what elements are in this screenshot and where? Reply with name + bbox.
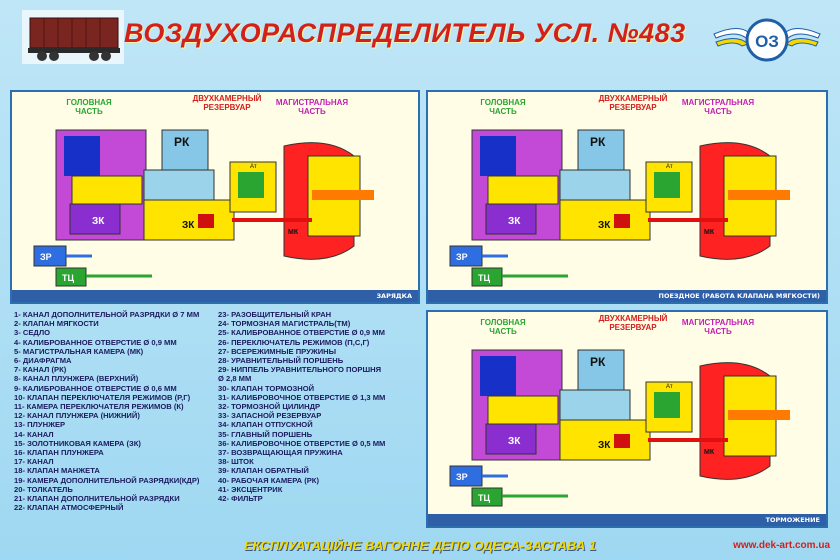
zk-label: ЗК xyxy=(508,436,521,447)
legend-item: 30- КЛАПАН ТОРМОЗНОЙ xyxy=(218,383,315,393)
mode-caption-train: ПОЕЗДНОЕ (РАБОТА КЛАПАНА МЯГКОСТИ) xyxy=(428,290,826,302)
label-main-part: МАГИСТРАЛЬНАЯ ЧАСТЬ xyxy=(681,318,755,336)
legend-column-1: 1- КАНАЛ ДОПОЛНИТЕЛЬНОЙ РАЗРЯДКИ Ø 7 ММ … xyxy=(14,310,199,512)
legend-item: 13- ПЛУНЖЕР xyxy=(14,420,66,430)
legend-item: 10- КЛАПАН ПЕРЕКЛЮЧАТЕЛЯ РЕЖИМОВ (Р,Г) xyxy=(14,392,191,402)
legend-item: Ø 2,8 ММ xyxy=(218,374,252,384)
label-two-chamber: ДВУХКАМЕРНЫЙ РЕЗЕРВУАР xyxy=(598,314,668,332)
legend-item: 6- ДИАФРАГМА xyxy=(14,356,72,366)
legend-item: 41- ЭКСЦЕНТРИК xyxy=(218,484,283,494)
page-title: ВОЗДУХОРАСПРЕДЕЛИТЕЛЬ УСЛ. №483 xyxy=(124,18,686,48)
zr-label: ЗР xyxy=(456,252,468,262)
at-label: Ат xyxy=(666,384,673,390)
freight-wagon-icon xyxy=(22,10,124,64)
legend-item: 9- КАЛИБРОВАННОЕ ОТВЕРСТИЕ Ø 0,6 ММ xyxy=(14,383,177,393)
legend-item: 18- КЛАПАН МАНЖЕТА xyxy=(14,466,100,476)
at-label: Ат xyxy=(666,164,673,170)
mk-label: МК xyxy=(704,229,715,236)
legend-item: 31- КАЛИБРОВОЧНОЕ ОТВЕРСТИЕ Ø 1,3 ММ xyxy=(218,392,386,402)
legend-item: 24- ТОРМОЗНАЯ МАГИСТРАЛЬ(ТМ) xyxy=(218,319,351,329)
legend-item: 20- ТОЛКАТЕЛЬ xyxy=(14,484,73,494)
legend-item: 1- КАНАЛ ДОПОЛНИТЕЛЬНОЙ РАЗРЯДКИ Ø 7 ММ xyxy=(14,310,200,319)
legend-item: 21- КЛАПАН ДОПОЛНИТЕЛЬНОЙ РАЗРЯДКИ xyxy=(14,494,180,504)
legend-item: 26- ПЕРЕКЛЮЧАТЕЛЬ РЕЖИМОВ (П,С,Г) xyxy=(218,337,370,347)
legend-item: 23- РАЗОБЩИТЕЛЬНЫЙ КРАН xyxy=(218,310,332,319)
legend-item: 5- МАГИСТРАЛЬНАЯ КАМЕРА (МК) xyxy=(14,346,144,356)
legend-item: 15- ЗОЛОТНИКОВАЯ КАМЕРА (ЗК) xyxy=(14,438,141,448)
footer: ЕКСПЛУАТАЦІЙНЕ ВАГОННЕ ДЕПО ОДЕСА-ЗАСТАВ… xyxy=(0,532,840,560)
mode-caption-braking: ТОРМОЖЕНИЕ xyxy=(428,514,826,526)
label-head-part: ГОЛОВНАЯ ЧАСТЬ xyxy=(66,98,112,116)
legend-item: 3- СЕДЛО xyxy=(14,328,51,338)
label-two-chamber: ДВУХКАМЕРНЫЙ РЕЗЕРВУАР xyxy=(598,94,668,112)
legend-item: 39- КЛАПАН ОБРАТНЫЙ xyxy=(218,466,309,476)
label-head-part: ГОЛОВНАЯ ЧАСТЬ xyxy=(480,318,526,336)
legend-item: 7- КАНАЛ (РК) xyxy=(14,365,67,375)
legend-item: 29- НИППЕЛЬ УРАВНИТЕЛЬНОГО ПОРШНЯ xyxy=(218,365,382,375)
label-main-part: МАГИСТРАЛЬНАЯ ЧАСТЬ xyxy=(681,98,755,116)
diagram-panel-train-mode: ГОЛОВНАЯ ЧАСТЬ ДВУХКАМЕРНЫЙ РЕЗЕРВУАР МА… xyxy=(426,90,828,304)
zr-label: ЗР xyxy=(456,472,468,482)
legend-item: 38- ШТОК xyxy=(218,457,254,467)
rk-label: РК xyxy=(590,135,606,149)
tc-label: ТЦ xyxy=(478,493,490,503)
legend-item: 16- КЛАПАН ПЛУНЖЕРА xyxy=(14,448,104,458)
tc-label: ТЦ xyxy=(478,273,490,283)
diagram-panel-braking: ГОЛОВНАЯ ЧАСТЬ ДВУХКАМЕРНЫЙ РЕЗЕРВУАР МА… xyxy=(426,310,828,528)
railway-wings-logo: ОЗ xyxy=(713,18,821,62)
rk-label: РК xyxy=(174,135,190,149)
zk-label: ЗК xyxy=(92,216,105,227)
legend-item: 27- ВСЕРЕЖИМНЫЕ ПРУЖИНЫ xyxy=(218,346,337,356)
rk-label: РК xyxy=(590,355,606,369)
zk-small-label: ЗК xyxy=(598,220,611,231)
mode-caption-charging: ЗАРЯДКА xyxy=(12,290,418,302)
header: ВОЗДУХОРАСПРЕДЕЛИТЕЛЬ УСЛ. №483 ОЗ xyxy=(0,0,840,72)
zk-small-label: ЗК xyxy=(598,440,611,451)
legend-item: 25- КАЛИБРОВАННОЕ ОТВЕРСТИЕ Ø 0,9 ММ xyxy=(218,328,385,338)
legend-item: 32- ТОРМОЗНОЙ ЦИЛИНДР xyxy=(218,402,321,412)
logo-text: ОЗ xyxy=(755,32,779,51)
legend-item: 14- КАНАЛ xyxy=(14,429,54,439)
legend-column-2: 23- РАЗОБЩИТЕЛЬНЫЙ КРАН 24- ТОРМОЗНАЯ МА… xyxy=(218,310,385,503)
label-head-part: ГОЛОВНАЯ ЧАСТЬ xyxy=(480,98,526,116)
label-two-chamber: ДВУХКАМЕРНЫЙ РЕЗЕРВУАР xyxy=(192,94,262,112)
distributor-diagram: ЗК РК ЗК МК Ат ЗР ТЦ xyxy=(449,349,790,507)
legend-item: 42- ФИЛЬТР xyxy=(218,494,263,504)
legend-item: 17- КАНАЛ xyxy=(14,457,54,467)
footer-depot-name: ЕКСПЛУАТАЦІЙНЕ ВАГОННЕ ДЕПО ОДЕСА-ЗАСТАВ… xyxy=(243,538,597,553)
distributor-diagram: ЗК РК ЗК МК Ат ЗР ТЦ xyxy=(33,129,374,287)
legend-item: 33- ЗАПАСНОЙ РЕЗЕРВУАР xyxy=(218,411,322,421)
legend-item: 2- КЛАПАН МЯГКОСТИ xyxy=(14,319,99,329)
legend-item: 19- КАМЕРА ДОПОЛНИТЕЛЬНОЙ РАЗРЯДКИ(КДР) xyxy=(14,475,200,485)
label-main-part: МАГИСТРАЛЬНАЯ ЧАСТЬ xyxy=(275,98,349,116)
diagram-panel-charging: ГОЛОВНАЯ ЧАСТЬ ДВУХКАМЕРНЫЙ РЕЗЕРВУАР МА… xyxy=(10,90,420,304)
legend-item: 35- ГЛАВНЫЙ ПОРШЕНЬ xyxy=(218,429,313,439)
legend-item: 12- КАНАЛ ПЛУНЖЕРА (НИЖНИЙ) xyxy=(14,411,140,421)
legend-item: 34- КЛАПАН ОТПУСКНОЙ xyxy=(218,420,313,430)
legend-item: 22- КЛАПАН АТМОСФЕРНЫЙ xyxy=(14,503,124,513)
legend-item: 8- КАНАЛ ПЛУНЖЕРА (ВЕРХНИЙ) xyxy=(14,374,139,384)
legend-item: 11- КАМЕРА ПЕРЕКЛЮЧАТЕЛЯ РЕЖИМОВ (К) xyxy=(14,402,184,412)
legend-item: 28- УРАВНИТЕЛЬНЫЙ ПОРШЕНЬ xyxy=(218,356,344,366)
legend-item: 40- РАБОЧАЯ КАМЕРА (РК) xyxy=(218,475,319,485)
website-link[interactable]: www.dek-art.com.ua xyxy=(733,540,830,551)
zk-small-label: ЗК xyxy=(182,220,195,231)
zk-label: ЗК xyxy=(508,216,521,227)
zr-label: ЗР xyxy=(40,252,52,262)
legend-item: 37- ВОЗВРАЩАЮЩАЯ ПРУЖИНА xyxy=(218,448,343,458)
distributor-diagram: ЗК РК ЗК МК Ат ЗР ТЦ xyxy=(449,129,790,287)
parts-legend: 1- КАНАЛ ДОПОЛНИТЕЛЬНОЙ РАЗРЯДКИ Ø 7 ММ … xyxy=(14,310,418,530)
tc-label: ТЦ xyxy=(62,273,74,283)
at-label: Ат xyxy=(250,164,257,170)
mk-label: МК xyxy=(704,449,715,456)
mk-label: МК xyxy=(288,229,299,236)
legend-item: 36- КАЛИБРОВОЧНОЕ ОТВЕРСТИЕ Ø 0,5 ММ xyxy=(218,438,386,448)
legend-item: 4- КАЛИБРОВАННОЕ ОТВЕРСТИЕ Ø 0,9 ММ xyxy=(14,337,177,347)
